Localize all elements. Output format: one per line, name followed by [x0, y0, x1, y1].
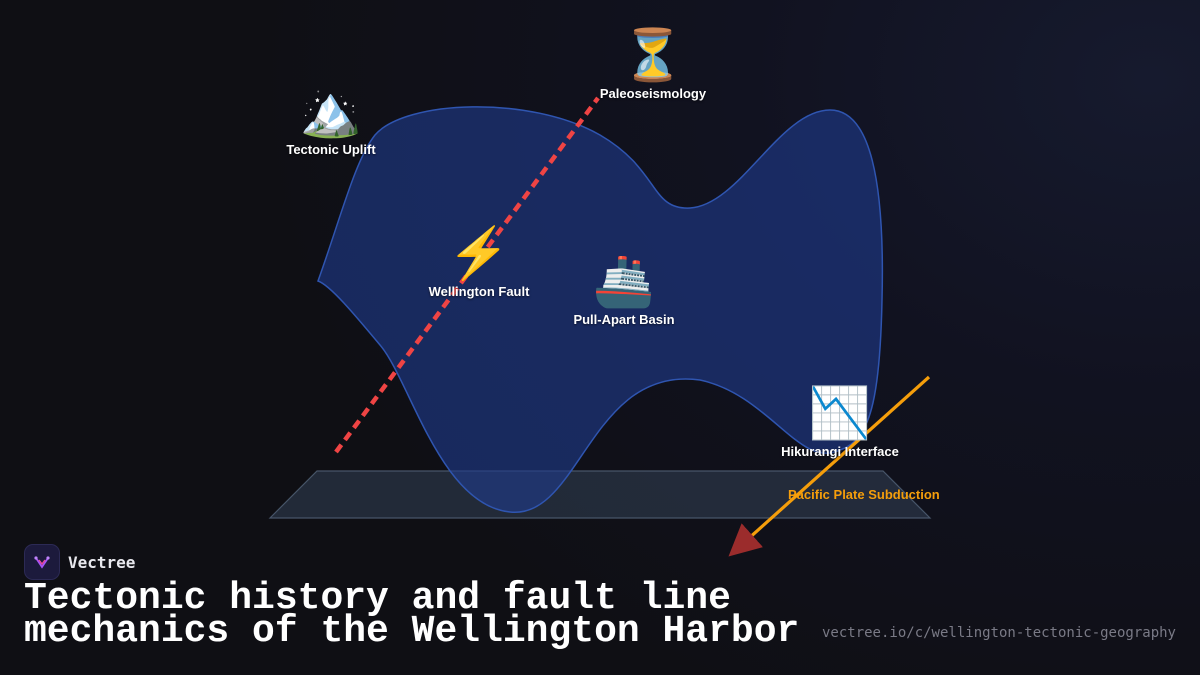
node-label-wellington-fault: Wellington Fault — [428, 284, 530, 299]
harbor-basin-shape — [317, 106, 884, 513]
base-platform — [268, 470, 932, 519]
vectree-logo-icon — [24, 544, 60, 580]
brand-name: Vectree — [68, 552, 136, 572]
node-label-paleoseismology: Paleoseismology — [599, 86, 707, 101]
hourglass-icon: ⏳ — [621, 27, 685, 83]
node-tectonic-uplift[interactable]: 🏔️ Tectonic Uplift — [286, 82, 375, 157]
subduction-label: Pacific Plate Subduction — [788, 487, 940, 502]
node-wellington-fault[interactable]: ⚡ Wellington Fault — [429, 224, 530, 299]
node-label-tectonic-uplift: Tectonic Uplift — [286, 142, 376, 157]
page-title: Tectonic history and fault line mechanic… — [24, 577, 800, 653]
wellington-fault-line — [334, 96, 600, 454]
ship-icon: 🚢 — [592, 253, 656, 309]
node-label-pull-apart-basin: Pull-Apart Basin — [573, 312, 675, 327]
subduction-arrow — [728, 375, 931, 557]
snow-mountain-icon: 🏔️ — [299, 83, 363, 139]
node-hikurangi-interface[interactable]: 📉 Hikurangi Interface — [781, 384, 899, 459]
node-pull-apart-basin[interactable]: 🚢 Pull-Apart Basin — [573, 252, 674, 327]
page-url[interactable]: vectree.io/c/wellington-tectonic-geograp… — [821, 625, 1176, 641]
lightning-icon: ⚡ — [447, 225, 511, 281]
chart-decreasing-icon: 📉 — [808, 385, 872, 441]
node-paleoseismology[interactable]: ⏳ Paleoseismology — [600, 26, 706, 101]
node-label-hikurangi-interface: Hikurangi Interface — [781, 444, 899, 459]
brand[interactable]: Vectree — [24, 544, 135, 580]
